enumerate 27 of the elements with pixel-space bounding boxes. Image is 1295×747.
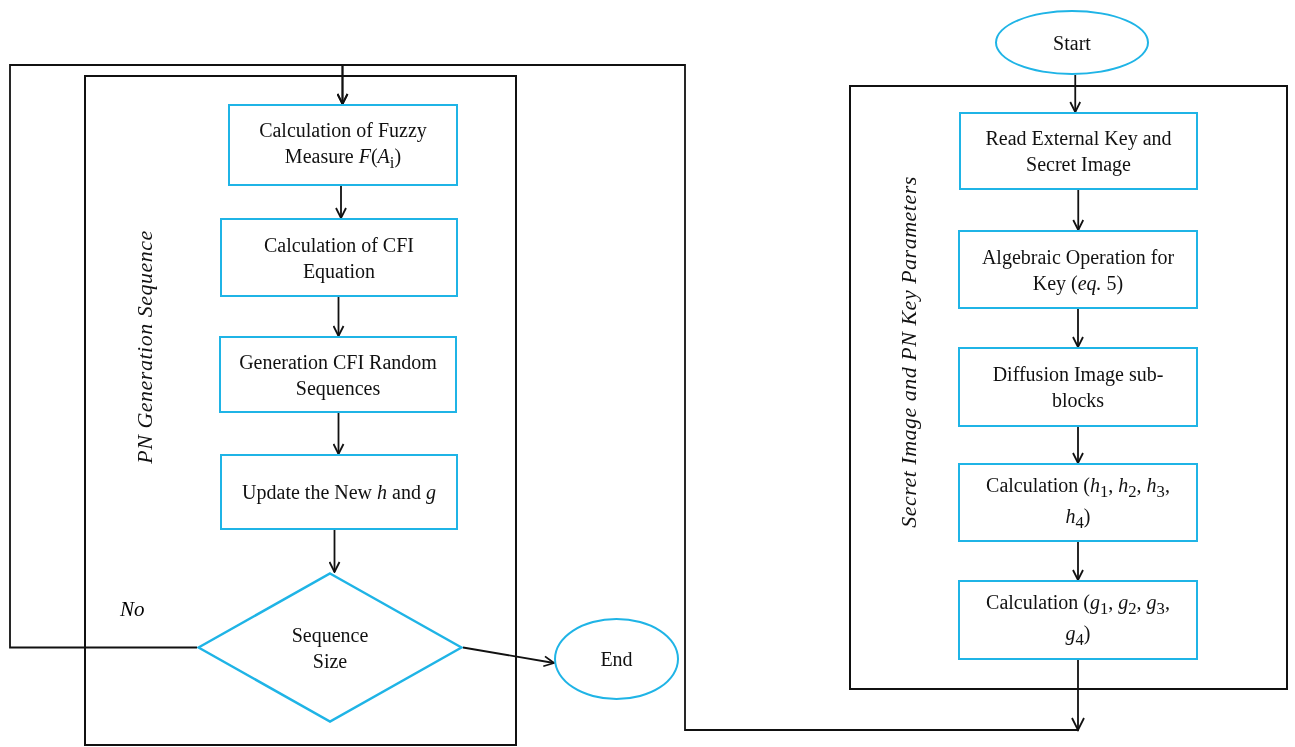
arrow xyxy=(332,412,345,455)
process-box: Update the New h and g xyxy=(220,454,458,530)
arrow xyxy=(462,646,555,668)
arrow xyxy=(332,296,345,337)
arrow xyxy=(1069,74,1082,113)
arrow xyxy=(1072,426,1084,464)
group-heading: PN Generation Sequence xyxy=(130,230,158,464)
group-frame xyxy=(84,75,517,746)
process-box: Calculation (g$_{1}$, g$_{2}$, g$_{3}$, g$_{4}$) xyxy=(958,580,1198,660)
process-box: Calculation of CFI Equation xyxy=(220,218,458,297)
arrow xyxy=(328,529,341,573)
process-box: Diffusion Image sub-blocks xyxy=(958,347,1198,427)
group-heading: Secret Image and PN Key Parameters xyxy=(894,176,922,528)
decision-label: Sequence Size xyxy=(290,622,370,674)
group-frame xyxy=(849,85,1288,690)
arrow xyxy=(1072,541,1084,581)
terminal-ellipse: Start xyxy=(995,10,1149,75)
terminal-ellipse: End xyxy=(554,618,679,700)
process-box: Generation CFI Random Sequences xyxy=(219,336,457,413)
arrow xyxy=(1072,308,1084,348)
process-box: Algebraic Operation for Key (eq. 5) xyxy=(958,230,1198,309)
arrow xyxy=(1072,189,1085,231)
arrow xyxy=(335,185,347,219)
process-box: Calculation of Fuzzy Measure F(A$_{i}$) xyxy=(228,104,458,186)
process-box: Read External Key and Secret Image xyxy=(959,112,1198,190)
arrow xyxy=(336,64,1085,732)
process-box: Calculation (h$_{1}$, h$_{2}$, h$_{3}$, h$_{4}$) xyxy=(958,463,1198,542)
